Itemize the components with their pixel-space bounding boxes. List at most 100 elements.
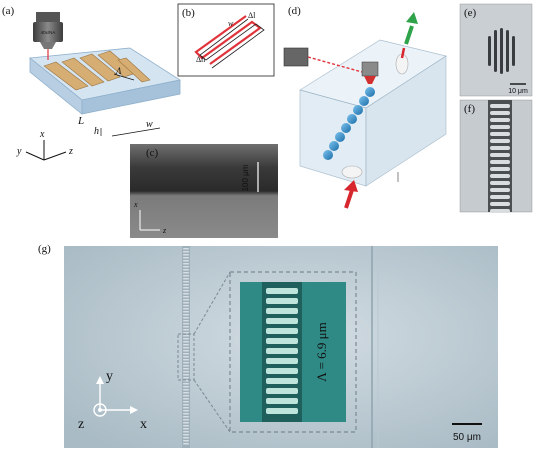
grating-rung [183,422,189,424]
rungs-inset [266,288,298,414]
grating-ellipse [488,28,515,74]
grating-rung [266,288,298,294]
grating-rung [183,332,189,334]
panel-b-label: (b) [182,7,195,19]
grating-rung [490,125,510,129]
grating-rung [183,341,189,343]
grating-rung [183,311,189,313]
grating-rung [183,269,189,271]
panel-f: (f) [459,99,533,213]
axis-y-arrow [96,376,104,384]
grating-rung [183,296,189,298]
grating-rung [183,287,189,289]
grating-rung [183,275,189,277]
grating-rung [183,284,189,286]
grating-rung [183,383,189,385]
grating-rung [490,181,510,185]
panel-g-label: (g) [38,243,51,255]
panel-e: (e) 10 μm [459,3,533,97]
panel-c: (c) 100 μm x z [130,144,278,238]
grating-rung [183,401,189,403]
grating-rung [266,378,298,384]
grating-rung [183,404,189,406]
grating-rung [266,358,298,364]
axis-y-line [25,151,45,161]
objective-top [36,12,60,22]
grating-rung [183,293,189,295]
dim-h: h [94,126,99,137]
grating-rung [183,350,189,352]
grating-rung [183,272,189,274]
dim-w-b: w [228,19,234,28]
grating-rung [183,266,189,268]
grating-rung [183,281,189,283]
scan-path-red [194,15,262,65]
axes-a [25,140,67,161]
grating-rung [490,195,510,199]
grating-rung [490,146,510,150]
zoom-line-top [193,271,231,335]
grating-rung [183,314,189,316]
grating-rung [183,344,189,346]
bead [341,123,351,133]
axis-y-label: y [16,146,22,157]
grating-rung [183,308,189,310]
grating-rung [183,251,189,253]
grating-rung [490,209,510,213]
grating-rung [183,413,189,415]
grating-line [506,30,509,72]
grating-rung [266,328,298,334]
lambda-dimension-line [113,73,135,81]
grating-rung [266,308,298,314]
grating-rung [266,348,298,354]
panel-g: (g) Λ = 6.9 μm y x z 50 μm [38,243,498,448]
objective-small-tip [364,76,376,84]
axis-x-arrow [130,406,138,414]
panel-a: (a) 40x/NA Λ L h w [2,5,182,161]
grating-rung [490,153,510,157]
grating-rung [183,329,189,331]
arrow-in-head [344,180,358,192]
grating-rung [183,407,189,409]
arrow-out [404,12,418,45]
arrow-in-shaft [344,189,354,209]
axis-z-line [43,151,67,161]
inset-frame [229,271,357,433]
end-disc-bottom [341,165,363,179]
grating-rung [183,278,189,280]
grating-rung [266,398,298,404]
grating-rung [266,368,298,374]
axis-z-label: z [68,146,73,157]
grating-rung [183,365,189,367]
axes-g [93,376,138,417]
beam [79,53,121,82]
grating-rung [183,398,189,400]
bead [347,114,357,124]
sem-image [130,144,278,238]
grating-rung [183,410,189,412]
axis-z-label: z [162,226,167,235]
grating-rung [266,298,298,304]
objective-label: 40x/NA [41,30,56,35]
grating-rung [183,359,189,361]
grating-rung [183,425,189,427]
objective-small [361,61,379,77]
grating-rung [183,440,189,442]
grating-rung [183,299,189,301]
grating-rung [183,428,189,430]
grating-rung [183,443,189,445]
grating-rung [183,335,189,337]
grating-rung [183,302,189,304]
grating-rung [183,362,189,364]
dim-delta-h: Δh [196,55,205,64]
panel-d-label: (d) [288,5,301,17]
grating-rung [183,416,189,418]
grating-rung [183,248,189,250]
grating-rung [490,132,510,136]
bead [353,105,363,115]
arrow-out-head [406,12,418,24]
grating-rung [183,338,189,340]
laser-path [307,56,363,73]
objective-lens: 40x/NA [33,12,63,60]
